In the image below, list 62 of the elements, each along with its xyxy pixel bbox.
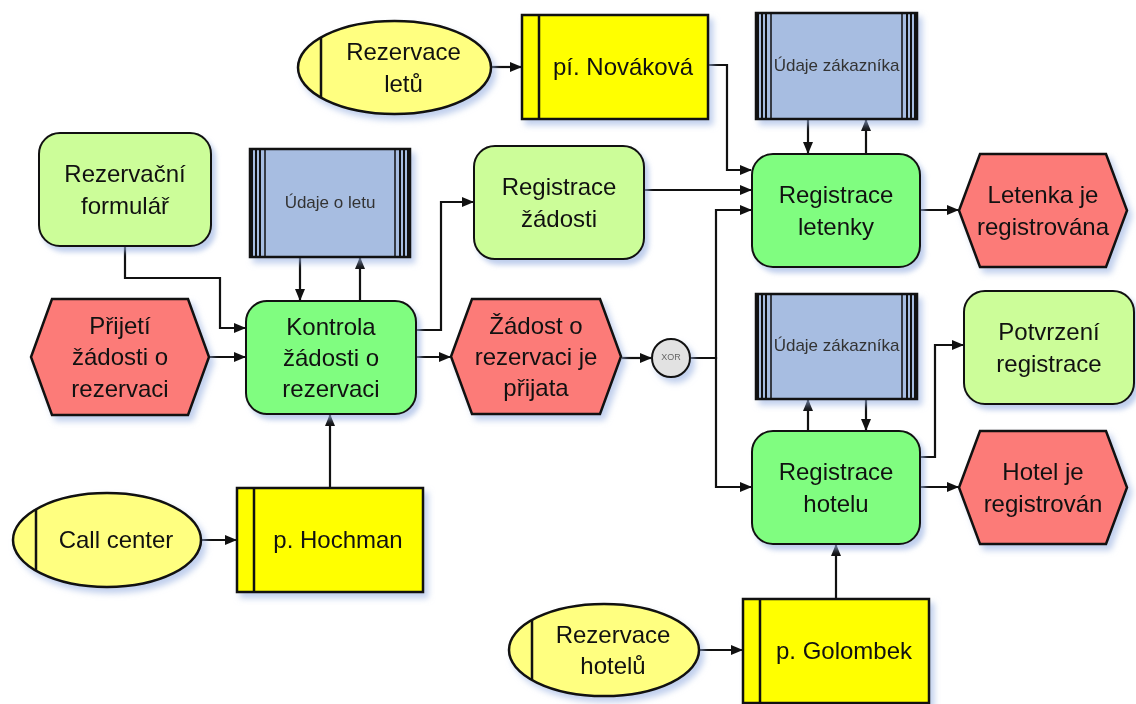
data-store xyxy=(755,293,918,400)
arrow xyxy=(492,62,522,72)
connector-label: XOR xyxy=(661,352,681,364)
information-label: Registrace žádosti xyxy=(500,172,618,234)
function-box xyxy=(751,430,921,545)
role-label: Call center xyxy=(58,525,174,556)
event-hexagon xyxy=(30,298,210,416)
arrow xyxy=(123,247,246,333)
information-box xyxy=(38,132,212,247)
arrow xyxy=(325,414,335,487)
arrow xyxy=(921,205,959,215)
data-label: Údaje zákazníka xyxy=(773,335,900,358)
information-box xyxy=(473,145,645,260)
arrow xyxy=(803,399,813,430)
role-ellipse xyxy=(12,492,202,588)
data-label: Údaje o letu xyxy=(284,191,376,214)
function-box xyxy=(751,153,921,268)
arrow xyxy=(417,197,474,332)
arrow xyxy=(831,544,841,598)
organization-unit-box xyxy=(742,598,930,704)
data-store xyxy=(755,12,918,120)
function-label: Registrace letenky xyxy=(777,180,895,242)
event-label: Přijetí žádosti o rezervaci xyxy=(70,311,170,404)
role-ellipse xyxy=(508,603,700,697)
arrow xyxy=(355,257,365,300)
arrow xyxy=(921,340,964,459)
data-label: Údaje zákazníka xyxy=(773,54,900,77)
event-label: Žádost o rezervaci je přijata xyxy=(473,310,599,404)
arrow xyxy=(861,400,871,431)
event-hexagon xyxy=(958,430,1128,545)
event-label: Letenka je registrována xyxy=(976,180,1110,242)
event-hexagon xyxy=(450,298,622,415)
function-label: Registrace hotelu xyxy=(777,457,895,519)
arrow xyxy=(691,356,752,492)
organization-unit-box xyxy=(236,487,424,593)
organization-label: pí. Nováková xyxy=(552,52,694,83)
role-ellipse xyxy=(297,20,492,115)
role-label: Rezervace hotelů xyxy=(554,619,672,681)
arrow xyxy=(700,645,743,655)
arrow xyxy=(417,352,451,362)
arrow xyxy=(645,185,752,195)
event-hexagon xyxy=(958,153,1128,268)
arrow xyxy=(202,535,237,545)
arrow xyxy=(921,482,959,492)
arrow xyxy=(622,353,652,363)
arrow xyxy=(803,120,813,154)
arrow xyxy=(709,63,752,175)
data-store xyxy=(249,148,411,258)
function-label: Kontrola žádosti o rezervaci xyxy=(281,311,381,405)
arrow xyxy=(295,258,305,301)
function-box xyxy=(245,300,417,415)
xor-connector xyxy=(651,338,691,378)
organization-unit-box xyxy=(521,14,709,120)
information-label: Potvrzení registrace xyxy=(995,317,1103,379)
organization-label: p. Hochman xyxy=(273,525,403,556)
organization-label: p. Golombek xyxy=(775,636,913,667)
event-label: Hotel je registrován xyxy=(982,457,1104,519)
information-box xyxy=(963,290,1135,405)
information-label: Rezervační formulář xyxy=(63,159,187,221)
arrow xyxy=(861,119,871,153)
role-label: Rezervace letů xyxy=(345,37,462,99)
arrow xyxy=(210,352,246,362)
